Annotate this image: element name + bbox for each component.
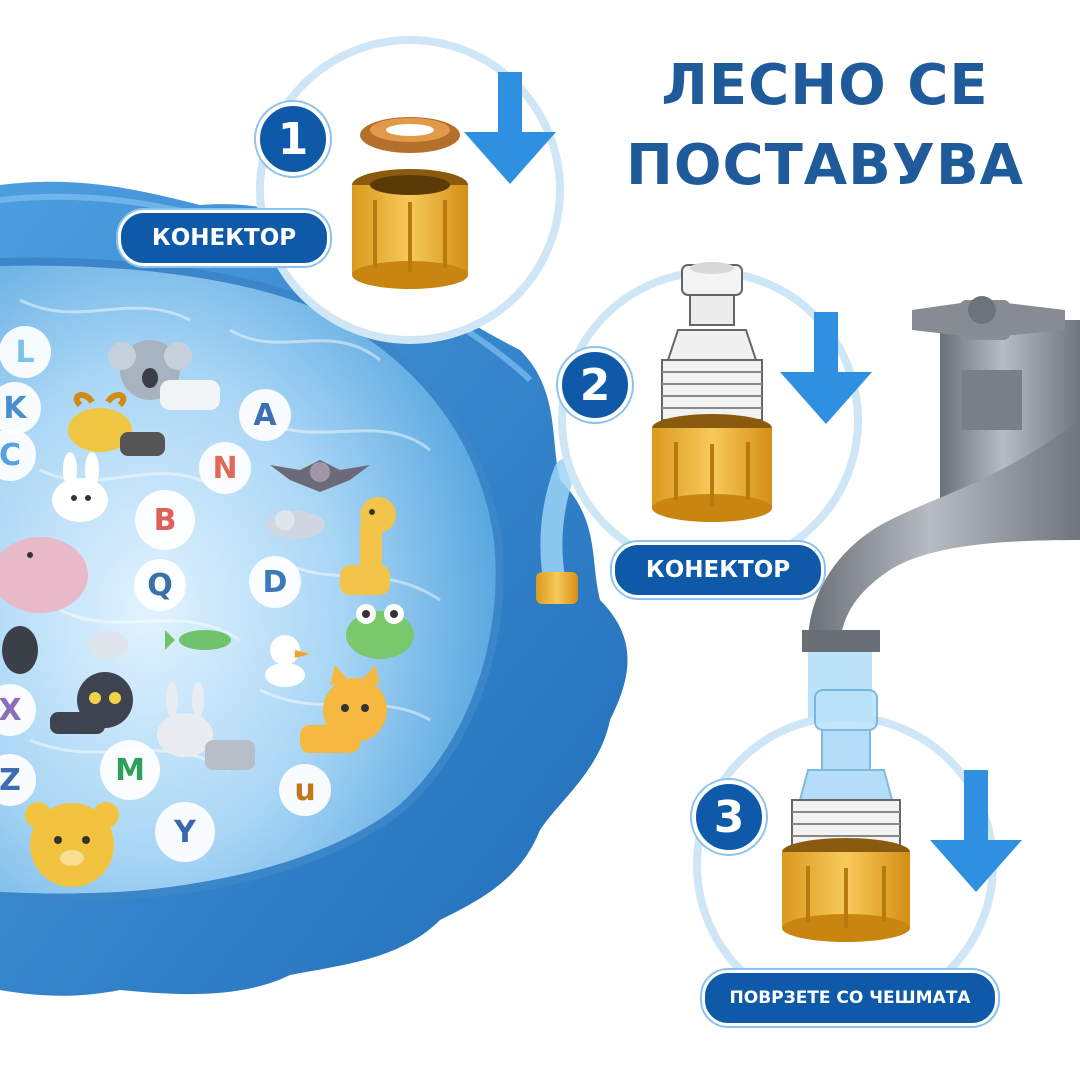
step-1-graphic xyxy=(256,36,564,344)
fish-icon xyxy=(165,630,231,650)
letter-bubble xyxy=(279,764,331,816)
letter-bubble xyxy=(249,556,301,608)
frog-icon xyxy=(346,604,414,659)
headline-line-2: ПОСТАВУВА xyxy=(626,133,1024,198)
hose-nut-icon xyxy=(352,169,468,289)
step-2-badge: 2 xyxy=(558,348,632,422)
letter-bubble-label: L xyxy=(15,335,34,370)
seal-icon xyxy=(265,510,325,539)
letter-bubbles: LK A C NBQ D M Z Yu X xyxy=(0,326,331,862)
hose xyxy=(536,459,578,604)
letter-bubble xyxy=(0,382,41,434)
letter-bubble xyxy=(199,442,251,494)
down-arrow-icon xyxy=(780,312,872,424)
black-cat-icon xyxy=(50,672,133,734)
elephant-icon xyxy=(0,537,88,613)
goat-icon xyxy=(68,392,165,456)
step-2-label: КОНЕКТОР xyxy=(612,542,824,598)
letter-bubble xyxy=(134,559,186,611)
cat-icon xyxy=(300,665,387,753)
letter-bubble-label: K xyxy=(3,391,28,426)
bat-icon xyxy=(270,460,370,492)
letter-bubble xyxy=(155,802,215,862)
step-1-label: КОНЕКТОР xyxy=(118,210,330,266)
headline: ЛЕСНО СЕ ПОСТАВУВА xyxy=(590,46,1060,206)
transparent-adapter-icon xyxy=(798,689,894,801)
washer-icon xyxy=(360,117,460,153)
step-1-badge: 1 xyxy=(256,102,330,176)
down-arrow-icon xyxy=(930,770,1022,892)
animals xyxy=(0,340,414,887)
down-arrow-icon xyxy=(464,72,556,184)
step-3-badge: 3 xyxy=(692,780,766,854)
step-3-label: ПОВРЗЕТЕ СО ЧЕШМАТА xyxy=(702,970,998,1026)
letter-bubble xyxy=(0,684,36,736)
bird-icon xyxy=(88,631,128,659)
letter-bubble-label: B xyxy=(154,503,177,538)
letter-bubble xyxy=(239,389,291,441)
letter-bubble-label: D xyxy=(263,565,288,600)
letter-bubble xyxy=(0,754,36,806)
letter-bubble-label: X xyxy=(0,693,22,728)
step-3-graphic xyxy=(693,689,1022,1017)
letter-bubble xyxy=(135,490,195,550)
letter-bubble-label: C xyxy=(0,438,21,473)
rabbit-icon xyxy=(52,452,108,522)
letter-bubble-label: N xyxy=(212,451,237,486)
pool-inner-edge xyxy=(0,257,504,902)
letter-bubble xyxy=(0,326,51,378)
letter-bubble-label: A xyxy=(253,398,277,433)
penguin-icon xyxy=(2,626,38,674)
letter-bubble-label: Y xyxy=(173,815,197,850)
step-2-graphic xyxy=(558,262,872,572)
letter-bubble xyxy=(100,740,160,800)
letter-bubble-label: u xyxy=(294,773,315,808)
duck-icon xyxy=(265,635,310,687)
letter-bubble-label: Q xyxy=(147,568,173,603)
bear-icon xyxy=(25,802,119,887)
koala-icon xyxy=(108,340,220,410)
headline-line-1: ЛЕСНО СЕ xyxy=(661,53,989,118)
hose-fitting-icon xyxy=(782,799,910,942)
letter-bubble-label: Z xyxy=(0,763,21,798)
quick-connector-icon xyxy=(652,262,772,522)
donkey-icon xyxy=(157,682,255,770)
letter-bubble xyxy=(0,429,36,481)
giraffe-icon xyxy=(340,497,396,595)
letter-bubble-label: M xyxy=(115,753,145,788)
